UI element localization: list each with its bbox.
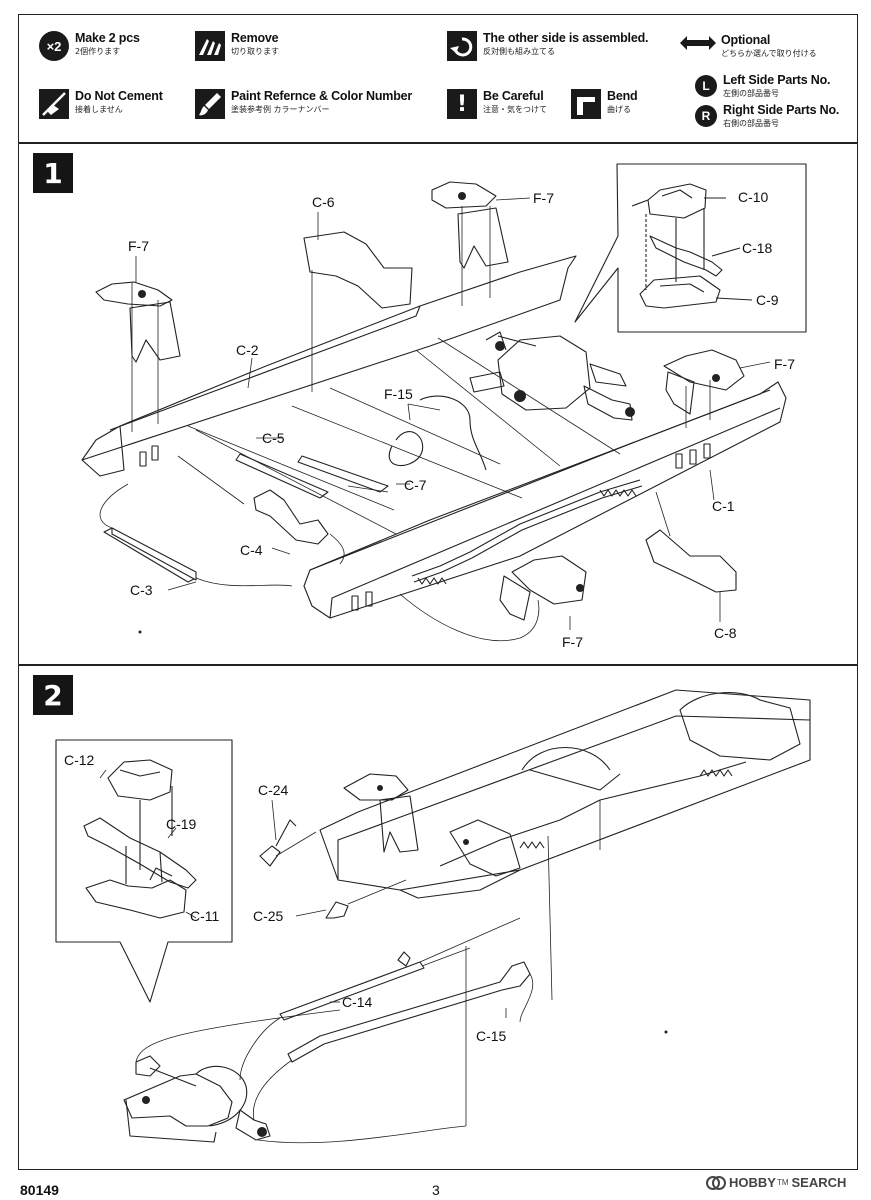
- part-label-c3: C-3: [130, 582, 153, 598]
- make-2-title: Make 2 pcs: [75, 31, 140, 45]
- part-label-c7: C-7: [404, 477, 427, 493]
- left-side-badge-icon: L: [695, 75, 717, 97]
- part-label-f7-a: F-7: [128, 238, 149, 254]
- part-label-c6: C-6: [312, 194, 335, 210]
- remove-icon: [195, 31, 225, 61]
- right-side-subtitle: 右側の部品番号: [723, 119, 779, 128]
- be-careful-subtitle: 注意・気をつけて: [483, 105, 547, 114]
- kit-number: 80149: [20, 1182, 59, 1198]
- part-label-c18: C-18: [742, 240, 773, 256]
- step-2-panel: 2: [18, 664, 858, 1170]
- other-side-title: The other side is assembled.: [483, 31, 649, 45]
- do-not-cement-title: Do Not Cement: [75, 89, 163, 103]
- bend-icon: [571, 89, 601, 119]
- legend-do-not-cement: Do Not Cement 接着しません: [39, 89, 163, 119]
- paint-reference-title: Paint Refernce & Color Number: [231, 89, 413, 103]
- right-side-badge-icon: R: [695, 105, 717, 127]
- legend-be-careful: ! Be Careful 注意・気をつけて: [447, 89, 547, 119]
- legend-right-side: R Right Side Parts No. 右側の部品番号: [695, 103, 839, 129]
- page-number: 3: [432, 1182, 440, 1198]
- optional-title: Optional: [721, 33, 771, 47]
- part-label-f7-b: F-7: [533, 190, 554, 206]
- part-label-c19: C-19: [166, 816, 197, 832]
- legend-remove: Remove 切り取ります: [195, 31, 279, 61]
- legend-other-side: The other side is assembled. 反対側も組み立てる: [447, 31, 648, 61]
- do-not-cement-subtitle: 接着しません: [75, 105, 123, 114]
- part-label-c5: C-5: [262, 430, 285, 446]
- watermark-service: SEARCH: [791, 1175, 847, 1190]
- paint-reference-subtitle: 塗装参考例 カラーナンバー: [231, 105, 330, 114]
- legend-paint-reference: Paint Refernce & Color Number 塗装参考例 カラーナン…: [195, 89, 412, 119]
- left-side-subtitle: 左側の部品番号: [723, 89, 779, 98]
- part-label-c15: C-15: [476, 1028, 507, 1044]
- legend-left-side: L Left Side Parts No. 左側の部品番号: [695, 73, 831, 99]
- part-label-f7-c: F-7: [774, 356, 795, 372]
- make-2-pcs-icon: ×2: [39, 31, 69, 61]
- legend-make-2: ×2 Make 2 pcs 2個作ります: [39, 31, 140, 61]
- watermark-brand: HOBBY: [729, 1175, 776, 1190]
- optional-subtitle: どちらか選んで取り付ける: [721, 49, 817, 58]
- step-1-panel: 1: [18, 142, 858, 666]
- hobby-search-logo-icon: [706, 1175, 726, 1190]
- do-not-cement-icon: [39, 89, 69, 119]
- part-label-c24: C-24: [258, 782, 289, 798]
- be-careful-icon: !: [447, 89, 477, 119]
- part-label-c11: C-11: [190, 908, 220, 924]
- part-label-c25: C-25: [253, 908, 284, 924]
- left-side-title: Left Side Parts No.: [723, 73, 831, 87]
- part-label-c14: C-14: [342, 994, 373, 1010]
- part-label-c8: C-8: [714, 625, 737, 641]
- optional-arrow-icon: [679, 33, 717, 53]
- legend-optional: Optional どちらか選んで取り付ける: [679, 33, 817, 59]
- paint-brush-icon: [195, 89, 225, 119]
- part-label-f7-d: F-7: [562, 634, 583, 650]
- legend-bend: Bend 曲げる: [571, 89, 638, 119]
- step2-detail-callout: [55, 739, 233, 1003]
- other-side-assembled-icon: [447, 31, 477, 61]
- bend-subtitle: 曲げる: [607, 105, 631, 114]
- part-label-f15: F-15: [384, 386, 413, 402]
- remove-subtitle: 切り取ります: [231, 47, 279, 56]
- part-label-c2: C-2: [236, 342, 259, 358]
- step-1-number: 1: [33, 153, 73, 193]
- legend-box: ×2 Make 2 pcs 2個作ります Remove 切り取ります The oth…: [18, 14, 858, 144]
- watermark-tm: TM: [776, 1178, 789, 1187]
- part-label-c4: C-4: [240, 542, 263, 558]
- part-label-c12: C-12: [64, 752, 95, 768]
- bend-title: Bend: [607, 89, 638, 103]
- part-label-c10: C-10: [738, 189, 769, 205]
- step-2-number: 2: [33, 675, 73, 715]
- part-label-c1: C-1: [712, 498, 735, 514]
- part-label-c9: C-9: [756, 292, 779, 308]
- right-side-title: Right Side Parts No.: [723, 103, 840, 117]
- remove-title: Remove: [231, 31, 279, 45]
- other-side-subtitle: 反対側も組み立てる: [483, 47, 555, 56]
- make-2-subtitle: 2個作ります: [75, 47, 121, 56]
- be-careful-title: Be Careful: [483, 89, 544, 103]
